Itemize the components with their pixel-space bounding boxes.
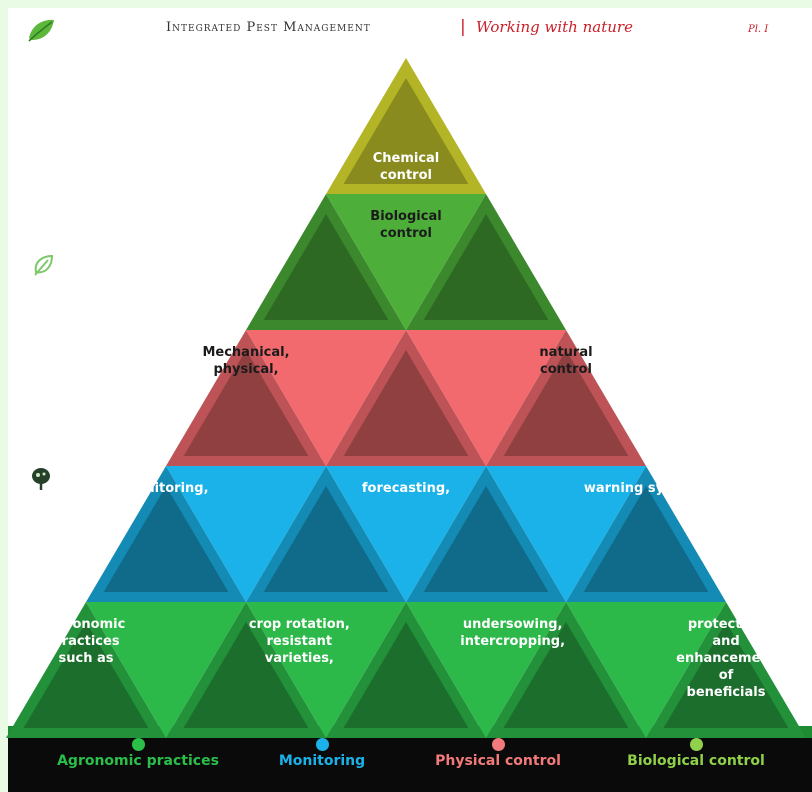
tier-agronomic-photo-panel — [23, 621, 149, 729]
tier-biological-down-triangle — [326, 194, 486, 330]
tier-agronomic-down-triangle — [246, 602, 406, 738]
tier-agronomic-down-triangle — [86, 602, 246, 738]
tier-monitoring-label: warning systems — [583, 481, 709, 496]
tier-monitoring-photo-panel — [103, 485, 229, 593]
tier-physical-down-triangle — [246, 330, 406, 466]
page-title: Integrated Pest Management — [166, 20, 371, 35]
tier-chemical-photo-panel — [343, 77, 469, 185]
tier-agronomic-down-triangle — [566, 602, 726, 738]
pyramid-diagram — [6, 58, 812, 738]
page-subtitle: Working with nature — [476, 18, 633, 36]
tier-biological-label: Biological control — [370, 209, 442, 241]
tier-agronomic-label: Agronomic practices such as — [46, 617, 126, 666]
legend-bar: Agronomic practices Monitoring Physical co… — [8, 738, 812, 792]
tier-physical-photo-panel — [343, 349, 469, 457]
header: Integrated Pest Management | Working wit… — [0, 0, 812, 60]
tier-agronomic-down-triangle — [406, 602, 566, 738]
tier-biological-photo-panel — [423, 213, 549, 321]
legend-dot — [492, 738, 505, 751]
tier-physical-label: natural control — [539, 345, 593, 377]
tier-monitoring-label: Monitoring, — [123, 481, 209, 496]
tier-agronomic-label: undersowing, intercropping, — [460, 617, 566, 649]
tier-monitoring-down-triangle — [486, 466, 646, 602]
bug-icon — [32, 468, 50, 490]
tier-physical-photo-panel — [183, 349, 309, 457]
tier-agronomic-photo-panel — [343, 621, 469, 729]
tier-chemical-label: Chemical control — [372, 151, 440, 183]
tier-monitoring-photo-panel — [423, 485, 549, 593]
tier-monitoring-down-triangle — [326, 466, 486, 602]
tier-agronomic-photo-panel — [183, 621, 309, 729]
legend-dot — [690, 738, 703, 751]
tier-agronomic-photo-panel — [663, 621, 789, 729]
legend-label: Agronomic practices — [57, 753, 219, 769]
tier-monitoring-photo-panel — [263, 485, 389, 593]
tier-biological-photo-panel — [263, 213, 389, 321]
title-separator: | — [460, 17, 466, 37]
plate-number: Pl. I — [748, 24, 769, 35]
tier-agronomic-label: protection and enhancement of beneficial… — [676, 617, 776, 700]
tier-monitoring-label: forecasting, — [361, 481, 451, 496]
leaf-icon — [28, 19, 54, 42]
tier-agronomic-photo-panel — [503, 621, 629, 729]
tier-physical-label: Mechanical, physical, — [202, 345, 290, 377]
legend-label: Physical control — [435, 753, 561, 769]
tier-monitoring-photo-panel — [583, 485, 709, 593]
tier-agronomic-label: crop rotation, resistant varieties, — [248, 617, 350, 666]
legend-dot — [132, 738, 145, 751]
tier-monitoring-down-triangle — [166, 466, 326, 602]
legend-dot — [316, 738, 329, 751]
legend-label: Biological control — [627, 753, 765, 769]
tier-physical-photo-panel — [503, 349, 629, 457]
legend-label: Monitoring — [278, 753, 366, 769]
tier-physical-down-triangle — [406, 330, 566, 466]
sprout-icon — [34, 254, 54, 276]
